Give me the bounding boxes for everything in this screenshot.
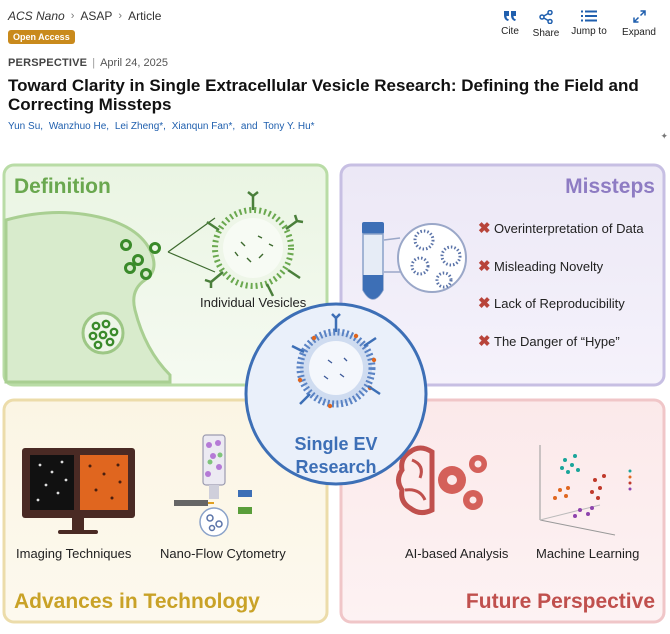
author-link[interactable]: Yun Su, bbox=[8, 121, 44, 132]
vesicle-dot bbox=[132, 254, 144, 266]
breadcrumb-page: Article bbox=[128, 9, 162, 23]
cell-membrane bbox=[4, 211, 172, 384]
mvb-vesicles bbox=[88, 319, 119, 350]
zoom-lens bbox=[397, 223, 467, 293]
author-link[interactable]: Tony Y. Hu* bbox=[263, 121, 315, 132]
center-badge: Single EV Research bbox=[244, 302, 428, 486]
center-title-line2: Research bbox=[295, 457, 376, 477]
breadcrumb-section[interactable]: ASAP bbox=[80, 9, 113, 23]
machine-learning-label: Machine Learning bbox=[536, 546, 639, 561]
expand-icon bbox=[632, 10, 646, 23]
list-icon bbox=[581, 10, 597, 22]
vesicle-dot bbox=[149, 242, 161, 254]
individual-vesicle bbox=[204, 191, 304, 297]
publication-date: April 24, 2025 bbox=[100, 57, 168, 69]
ai-brain-icon bbox=[396, 445, 487, 516]
x-mark-icon: ✖ bbox=[478, 258, 491, 275]
article-title: Toward Clarity in Single Extracellular V… bbox=[8, 76, 639, 114]
ai-analysis-label: AI-based Analysis bbox=[405, 546, 509, 561]
sample-tube bbox=[362, 222, 384, 300]
article-type: PERSPECTIVE bbox=[8, 57, 88, 69]
author-link[interactable]: Lei Zheng*, bbox=[114, 121, 166, 132]
missteps-list: ✖ Overinterpretation of Data ✖ Misleadin… bbox=[478, 220, 644, 350]
imaging-techniques-label: Imaging Techniques bbox=[16, 546, 132, 561]
missteps-panel bbox=[339, 163, 666, 387]
misstep-item: Lack of Reproducibility bbox=[494, 296, 625, 311]
future-heading: Future Perspective bbox=[466, 590, 655, 613]
nano-flow-label: Nano-Flow Cytometry bbox=[160, 546, 286, 561]
jump-to-button[interactable]: Jump to bbox=[564, 8, 614, 39]
toc-graphic[interactable]: Definition Individual Vesicles Missteps … bbox=[0, 160, 670, 629]
article-meta: PERSPECTIVE|April 24, 2025 bbox=[8, 57, 168, 69]
x-mark-icon: ✖ bbox=[478, 220, 491, 237]
share-icon bbox=[539, 10, 553, 24]
open-access-badge: Open Access bbox=[8, 30, 75, 44]
author-conjunction: and bbox=[240, 121, 258, 132]
breadcrumb-journal[interactable]: ACS Nano bbox=[8, 9, 65, 23]
chevron-right-icon: › bbox=[118, 10, 123, 22]
author-link[interactable]: Wanzhuo He, bbox=[48, 121, 110, 132]
center-title-line1: Single EV bbox=[294, 434, 377, 454]
center-vesicle bbox=[291, 313, 381, 409]
share-button[interactable]: Share bbox=[528, 8, 564, 39]
misstep-item: Misleading Novelty bbox=[494, 259, 604, 274]
chevron-right-icon: › bbox=[70, 10, 75, 22]
breadcrumb: ACS Nano › ASAP › Article bbox=[8, 9, 161, 23]
vesicle-dot bbox=[124, 262, 136, 274]
technology-heading: Advances in Technology bbox=[14, 590, 260, 613]
x-mark-icon: ✖ bbox=[478, 295, 491, 312]
quote-icon bbox=[504, 11, 516, 21]
flow-cytometer bbox=[174, 434, 252, 537]
future-panel bbox=[339, 398, 666, 624]
article-actions: Cite Share Jump to Expand bbox=[492, 8, 664, 39]
author-link[interactable]: Xianqun Fan*, bbox=[171, 121, 236, 132]
settings-icon[interactable]: ✦ bbox=[660, 131, 668, 141]
individual-vesicles-label: Individual Vesicles bbox=[200, 295, 307, 310]
cite-button[interactable]: Cite bbox=[492, 8, 528, 39]
ml-scatter-plot bbox=[539, 445, 632, 536]
article-header: ACS Nano › ASAP › Article Open Access Ci… bbox=[0, 0, 670, 48]
misstep-item: Overinterpretation of Data bbox=[494, 221, 644, 236]
missteps-heading: Missteps bbox=[565, 175, 655, 198]
misstep-item: The Danger of “Hype” bbox=[494, 334, 620, 349]
definition-heading: Definition bbox=[14, 175, 111, 198]
imaging-monitor bbox=[22, 448, 135, 534]
author-list: Yun Su, Wanzhuo He, Lei Zheng*, Xianqun … bbox=[8, 121, 318, 132]
expand-button[interactable]: Expand bbox=[614, 8, 664, 39]
vesicle-dot bbox=[120, 239, 132, 251]
x-mark-icon: ✖ bbox=[478, 333, 491, 350]
vesicle-dot bbox=[140, 268, 152, 280]
